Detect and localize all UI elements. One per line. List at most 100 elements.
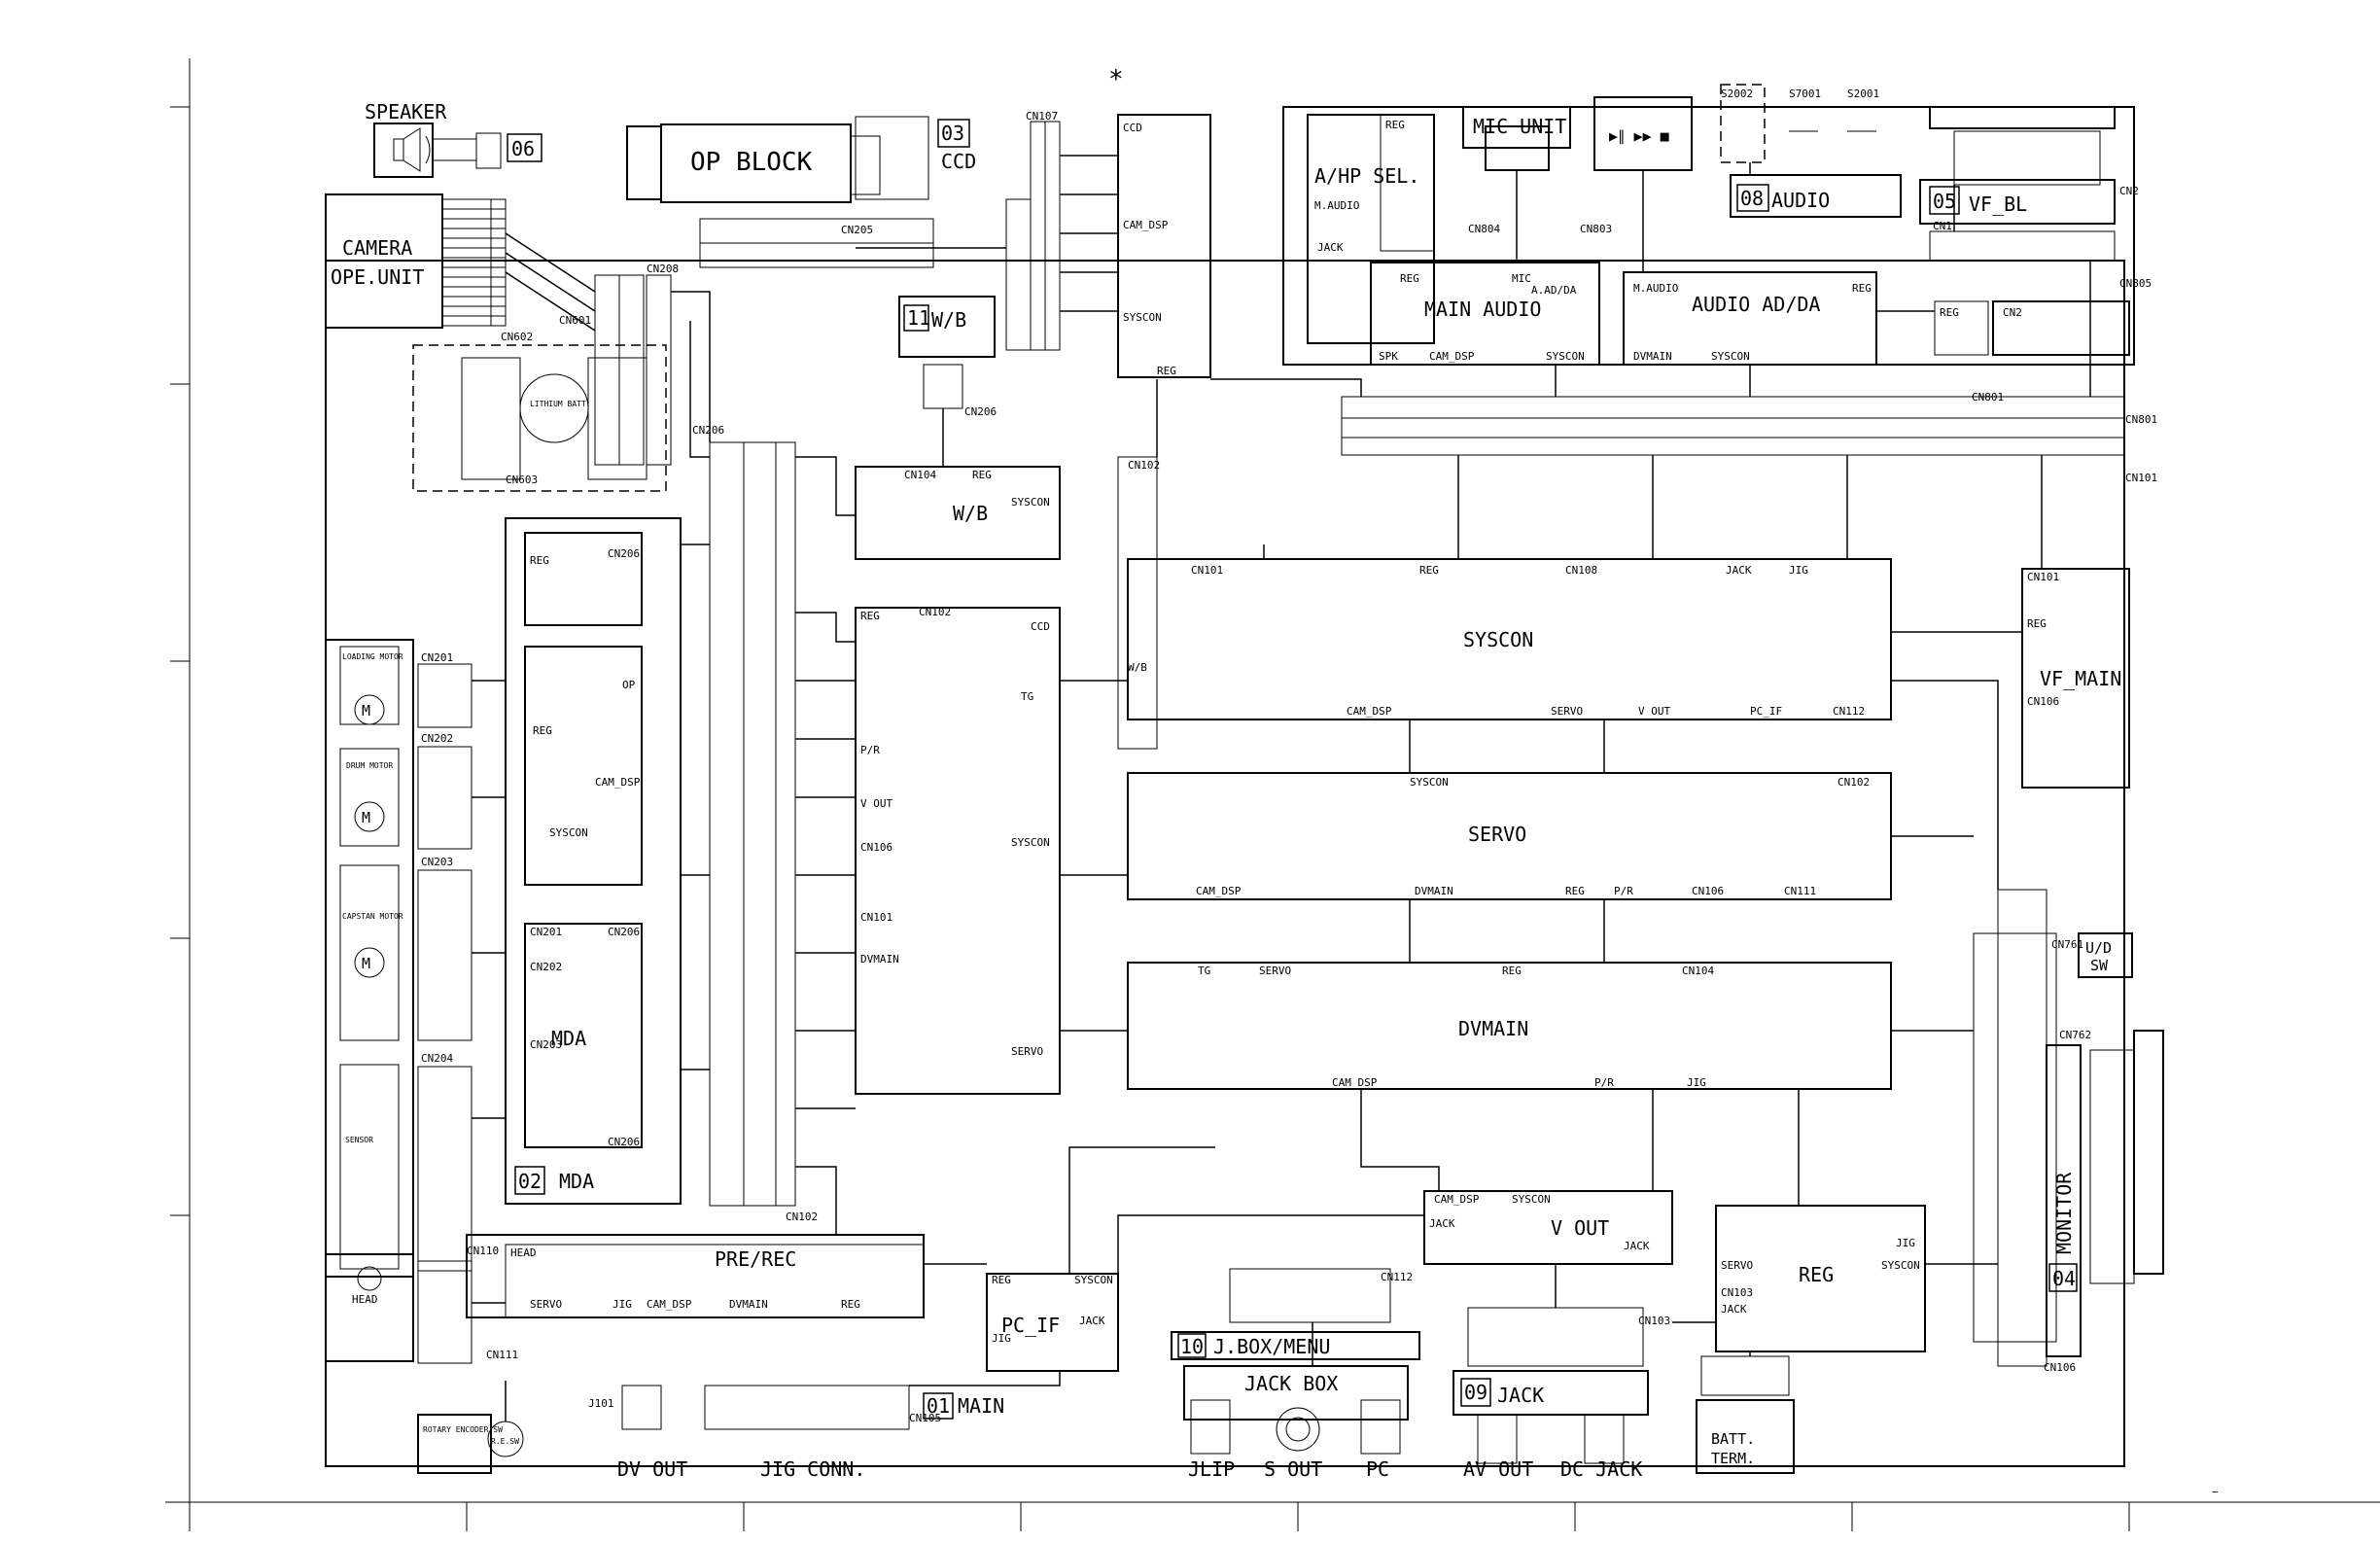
svg-text:SERVO: SERVO <box>1259 965 1291 977</box>
svg-text:REG: REG <box>1799 1263 1834 1286</box>
svg-text:CN101: CN101 <box>2027 571 2059 583</box>
svg-text:CN111: CN111 <box>486 1349 518 1361</box>
svg-text:JIG: JIG <box>992 1332 1011 1345</box>
svg-text:REG: REG <box>1502 965 1522 977</box>
svg-text:CN101: CN101 <box>860 911 892 924</box>
svg-text:JIG CONN.: JIG CONN. <box>760 1457 865 1481</box>
svg-text:JACK: JACK <box>1079 1315 1105 1327</box>
svg-text:JIG: JIG <box>1789 564 1808 577</box>
svg-text:DVMAIN: DVMAIN <box>1415 885 1453 897</box>
svg-text:SYSCON: SYSCON <box>1463 628 1533 651</box>
svg-text:CN603: CN603 <box>506 474 538 486</box>
svg-text:SYSCON: SYSCON <box>1123 311 1162 324</box>
svg-text:LOADING MOTOR: LOADING MOTOR <box>342 652 403 661</box>
svg-text:JACK BOX: JACK BOX <box>1244 1372 1338 1395</box>
svg-text:REG: REG <box>530 554 549 567</box>
svg-text:CN104: CN104 <box>904 469 936 481</box>
svg-text:CN102: CN102 <box>1838 776 1870 789</box>
svg-text:HEAD: HEAD <box>352 1293 378 1306</box>
svg-text:11: 11 <box>907 306 930 330</box>
svg-text:CN101: CN101 <box>1191 564 1223 577</box>
rotary-encoder: ROTARY ENCODER SW R.E.SW <box>417 1414 524 1474</box>
svg-text:CN202: CN202 <box>530 961 562 973</box>
svg-text:03: 03 <box>941 122 964 145</box>
svg-text:REG: REG <box>1852 282 1872 295</box>
svg-text:REG: REG <box>1400 272 1419 285</box>
svg-text:10: 10 <box>1180 1335 1204 1358</box>
svg-text:MDA: MDA <box>551 1027 586 1050</box>
audio-area: A/HP SEL. M.AUDIO JACK REG MIC UNIT ▶∥ ▶… <box>1282 84 2135 404</box>
camera-ope-unit: CAMERA OPE.UNIT CN601 <box>325 193 591 329</box>
svg-text:REG: REG <box>972 469 992 481</box>
svg-text:J101: J101 <box>588 1397 614 1410</box>
svg-text:CN102: CN102 <box>919 606 951 618</box>
svg-text:MONITOR: MONITOR <box>2052 1172 2076 1254</box>
svg-text:CAPSTAN MOTOR: CAPSTAN MOTOR <box>342 912 403 921</box>
svg-text:CN804: CN804 <box>1468 223 1500 235</box>
svg-text:CN208: CN208 <box>647 263 679 275</box>
svg-text:CCD: CCD <box>1031 620 1050 633</box>
svg-text:01: 01 <box>927 1394 950 1418</box>
svg-text:JACK: JACK <box>1317 241 1344 254</box>
svg-text:MDA: MDA <box>559 1170 594 1193</box>
svg-text:CN206: CN206 <box>964 405 997 418</box>
svg-text:A.AD/DA: A.AD/DA <box>1531 284 1577 297</box>
svg-text:REG: REG <box>992 1274 1011 1286</box>
svg-text:CN108: CN108 <box>1565 564 1597 577</box>
svg-text:CN2: CN2 <box>2003 306 2022 319</box>
svg-text:SPK: SPK <box>1379 350 1398 363</box>
svg-text:CAMERA: CAMERA <box>342 236 412 260</box>
svg-text:CAM_DSP: CAM_DSP <box>1429 350 1475 363</box>
svg-text:PC: PC <box>1366 1457 1389 1481</box>
svg-text:S7001: S7001 <box>1789 88 1821 100</box>
svg-text:−: − <box>2212 1486 2219 1498</box>
svg-text:JIG: JIG <box>1896 1237 1915 1249</box>
svg-text:SW: SW <box>2090 957 2109 974</box>
svg-text:REG: REG <box>1565 885 1585 897</box>
svg-text:JLIP: JLIP <box>1188 1457 1235 1481</box>
svg-text:CN203: CN203 <box>421 856 453 868</box>
cam-dsp-block: REG CCD TG P/R V OUT CN106 SYSCON CN101 … <box>855 456 1160 1095</box>
pc-if-block: PC_IF REG SYSCON JIG JACK MAIN 01 <box>923 1273 1119 1420</box>
svg-text:CN805: CN805 <box>2119 277 2152 290</box>
svg-text:PC_IF: PC_IF <box>1001 1314 1060 1337</box>
svg-text:CN103: CN103 <box>1638 1315 1670 1327</box>
svg-text:S2002: S2002 <box>1721 88 1753 100</box>
svg-text:09: 09 <box>1464 1381 1488 1404</box>
svg-text:CAM_DSP: CAM_DSP <box>1196 885 1242 897</box>
svg-text:SYSCON: SYSCON <box>1074 1274 1113 1286</box>
svg-text:SYSCON: SYSCON <box>1881 1259 1920 1272</box>
svg-text:SERVO: SERVO <box>1468 823 1526 846</box>
svg-text:P/R: P/R <box>860 744 880 756</box>
reg-block: REG JIG SERVO CN103 JACK SYSCON BATT. TE… <box>1696 1205 1926 1474</box>
svg-text:▶∥ ▶▶ ■: ▶∥ ▶▶ ■ <box>1609 127 1669 145</box>
syscon-block: SYSCON CAM_DSP SERVO V OUT PC_IF CN112 C… <box>1127 558 1892 720</box>
svg-text:CN761: CN761 <box>2051 938 2083 951</box>
svg-text:CN206: CN206 <box>608 1136 640 1148</box>
svg-text:M: M <box>362 702 370 719</box>
top-asterisk: * <box>1108 65 1124 94</box>
svg-text:08: 08 <box>1740 187 1764 210</box>
svg-text:U/D: U/D <box>2085 939 2112 957</box>
svg-text:JACK: JACK <box>1429 1217 1455 1230</box>
svg-text:SYSCON: SYSCON <box>1711 350 1750 363</box>
svg-text:V OUT: V OUT <box>860 797 892 810</box>
svg-text:CN203: CN203 <box>530 1038 562 1051</box>
svg-text:SYSCON: SYSCON <box>549 826 588 839</box>
svg-text:REG: REG <box>841 1298 860 1311</box>
svg-text:W/B: W/B <box>1128 661 1147 674</box>
speaker-label: SPEAKER <box>365 100 447 123</box>
svg-text:CN1: CN1 <box>1933 220 1952 232</box>
svg-text:JACK: JACK <box>1497 1384 1544 1407</box>
svg-text:DVMAIN: DVMAIN <box>1633 350 1672 363</box>
svg-text:S2001: S2001 <box>1847 88 1879 100</box>
svg-text:CAM_DSP: CAM_DSP <box>1347 705 1392 718</box>
motors-column: LOADING MOTOR M DRUM MOTOR M CAPSTAN MOT… <box>325 639 472 1278</box>
svg-text:DC JACK: DC JACK <box>1560 1457 1642 1481</box>
svg-text:MAIN: MAIN <box>958 1394 1004 1418</box>
svg-text:SYSCON: SYSCON <box>1011 836 1050 849</box>
svg-text:M: M <box>362 955 370 972</box>
svg-text:02: 02 <box>518 1170 542 1193</box>
page-frame <box>165 58 2380 1531</box>
svg-text:REG: REG <box>1940 306 1959 319</box>
